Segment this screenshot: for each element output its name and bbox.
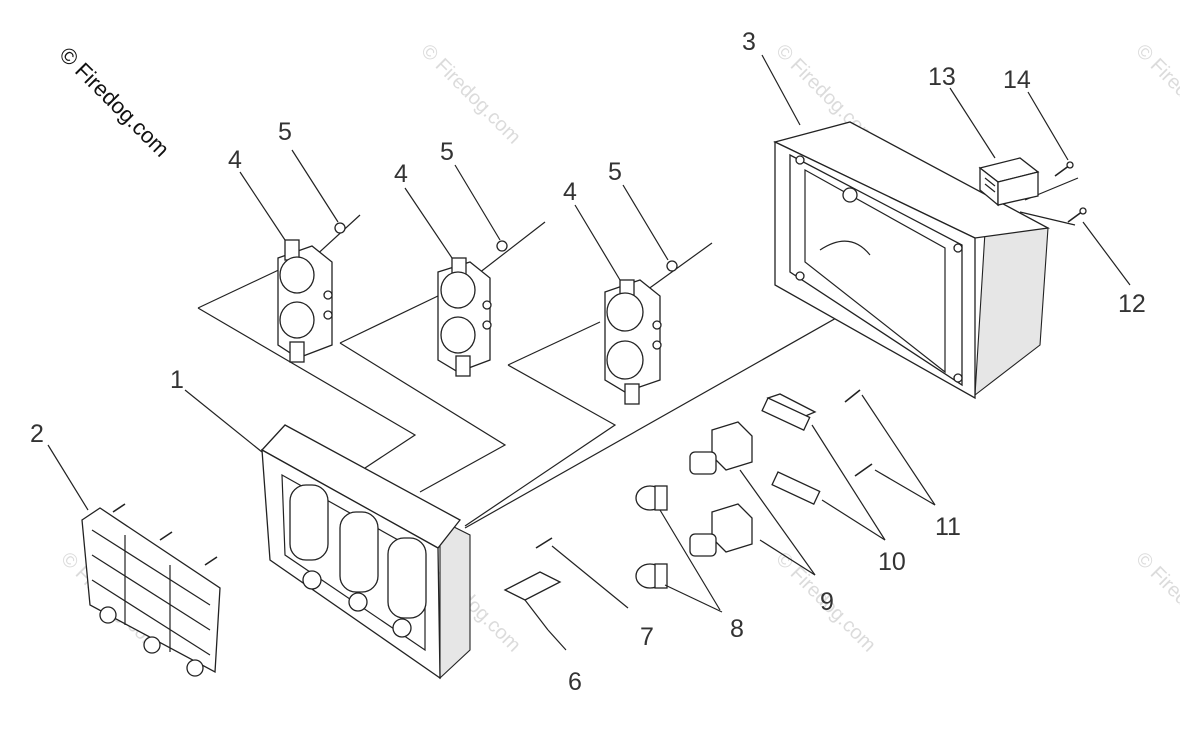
bracket: [761, 393, 817, 431]
circuit-breaker: [689, 503, 753, 557]
indicator-lamp: [635, 485, 668, 511]
part-label: 5: [278, 118, 292, 146]
switch: [503, 571, 567, 651]
part-label: 13: [928, 63, 956, 91]
nut: [666, 260, 678, 272]
screw: [535, 537, 629, 609]
leader-lines: [47, 54, 1131, 511]
receptacle: [437, 257, 492, 377]
screw: [854, 463, 873, 477]
nut: [496, 240, 508, 252]
screw: [1054, 161, 1074, 177]
part-label: 4: [228, 146, 242, 174]
part-label: 12: [1118, 290, 1146, 318]
part-label: 2: [30, 420, 44, 448]
watermark: © Firedog.com: [416, 40, 525, 149]
part-label: 7: [640, 623, 654, 651]
watermark: © Firedog.com: [1131, 548, 1180, 657]
part-label: 4: [394, 160, 408, 188]
part-label: 4: [563, 178, 577, 206]
screw: [844, 389, 861, 403]
part-label: 5: [440, 138, 454, 166]
outlet-cover: [81, 503, 221, 677]
part-label: 9: [820, 588, 834, 616]
part-label: 11: [935, 513, 961, 541]
part-label: 10: [878, 548, 906, 576]
copyright-text: © Firedog.com: [54, 42, 174, 162]
nut: [334, 222, 346, 234]
part-label: 1: [170, 366, 184, 394]
terminal-block: [978, 157, 1040, 207]
part-label: 8: [730, 615, 744, 643]
bracket: [771, 471, 821, 505]
part-labels: 1 2 3 4 4 4 5 5 5 6 7 8 9 10 11 12 13 14: [30, 28, 1146, 696]
receptacle: [604, 279, 662, 405]
part-label: 14: [1003, 66, 1031, 94]
screw: [1067, 207, 1087, 223]
watermark: © Firedog.com: [1131, 40, 1180, 149]
part-label: 5: [608, 158, 622, 186]
part-label: 6: [568, 668, 582, 696]
receptacle: [277, 239, 333, 363]
faceplate: [260, 424, 471, 680]
part-label: 3: [742, 28, 756, 56]
indicator-lamp: [635, 563, 668, 589]
circuit-breaker: [689, 421, 753, 475]
outlet-box: [773, 121, 1051, 400]
